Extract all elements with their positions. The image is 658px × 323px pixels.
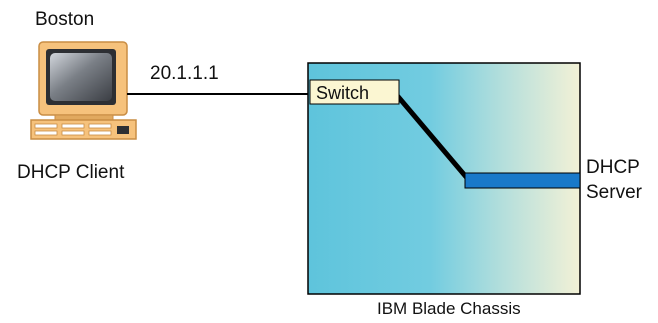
server-label-line2: Server — [586, 182, 643, 203]
switch-server-link — [393, 91, 469, 180]
chassis-label: IBM Blade Chassis — [377, 299, 521, 318]
client-ip: 20.1.1.1 — [150, 63, 219, 84]
dhcp-server-blade — [464, 172, 581, 189]
client-name: Boston — [35, 9, 94, 30]
server-label-line1: DHCP — [586, 157, 640, 178]
switch-label: Switch — [316, 83, 369, 103]
desktop-computer-icon — [30, 41, 137, 140]
client-role: DHCP Client — [17, 162, 125, 183]
switch: Switch — [309, 79, 400, 105]
